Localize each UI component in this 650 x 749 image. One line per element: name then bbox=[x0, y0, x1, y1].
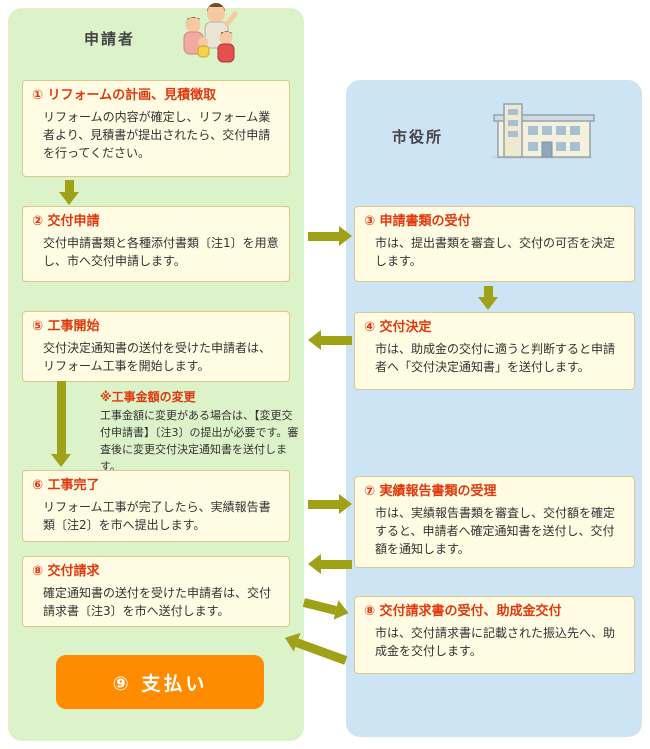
step-title: ④ 交付決定 bbox=[364, 320, 432, 335]
step-title: ② 交付申請 bbox=[32, 214, 100, 229]
applicant-label: 申請者 bbox=[84, 30, 136, 48]
step-body: 市は、交付請求書に記載された振込先へ、助成金を交付します。 bbox=[375, 626, 616, 659]
step-body: 交付決定通知書の送付を受けた申請者は、リフォーム工事を開始します。 bbox=[43, 341, 272, 374]
arrow-down-start-to-complete-icon bbox=[51, 381, 71, 467]
arrow-right-complete-to-report-icon bbox=[308, 494, 352, 514]
step-box-application-receipt: ③ 申請書類の受付 市は、提出書類を審査し、交付の可否を決定します。 bbox=[354, 206, 635, 282]
step-body: 確定通知書の送付を受けた申請者は、交付請求書〔注3〕を市へ送付します。 bbox=[43, 586, 272, 619]
step-body: 市は、提出書類を審査し、交付の可否を決定します。 bbox=[375, 236, 616, 269]
step-box-report-receipt: ⑦ 実績報告書類の受理 市は、実績報告書類を審査し、交付額を確定すると、申請者へ… bbox=[354, 476, 635, 568]
step-title: ③ 申請書類の受付 bbox=[364, 214, 471, 229]
step-title: ⑥ 工事完了 bbox=[32, 478, 100, 493]
change-note: ※工事金額の変更 工事金額に変更がある場合は、【変更交付申請書】〔注3〕の提出が… bbox=[100, 388, 302, 475]
arrow-down-plan-to-apply-icon bbox=[59, 180, 79, 205]
step-body: 市は、助成金の交付に適うと判断すると申請者へ「交付決定通知書」を送付します。 bbox=[375, 342, 616, 375]
payment-step-node: ⑨ 支払い bbox=[56, 655, 264, 709]
step-title: ⑤ 工事開始 bbox=[32, 319, 100, 334]
city-hall-label: 市役所 bbox=[392, 128, 444, 146]
step-box-work-start: ⑤ 工事開始 交付決定通知書の送付を受けた申請者は、リフォーム工事を開始します。 bbox=[22, 311, 290, 383]
step-box-apply: ② 交付申請 交付申請書類と各種添付書類〔注1〕を用意し、市へ交付申請します。 bbox=[22, 206, 290, 282]
step-title: ① リフォームの計画、見積徴取 bbox=[32, 88, 217, 103]
step-title: ⑧ 交付請求書の受付、助成金交付 bbox=[364, 604, 562, 619]
step-box-claim: ⑧ 交付請求 確定通知書の送付を受けた申請者は、交付請求書〔注3〕を市へ送付しま… bbox=[22, 556, 290, 628]
step-box-subsidy-grant: ⑧ 交付請求書の受付、助成金交付 市は、交付請求書に記載された振込先へ、助成金を… bbox=[354, 596, 635, 674]
arrow-right-claim-to-grant-icon bbox=[302, 592, 352, 623]
step-box-work-complete: ⑥ 工事完了 リフォーム工事が完了したら、実績報告書類〔注2〕を市へ提出します。 bbox=[22, 470, 290, 542]
arrow-right-apply-to-receipt-icon bbox=[308, 226, 352, 246]
step-box-plan: ① リフォームの計画、見積徴取 リフォームの内容が確定し、リフォーム業者より、見… bbox=[22, 80, 290, 177]
arrow-left-report-to-claim-icon bbox=[308, 554, 352, 574]
step-body: 市は、実績報告書類を審査し、交付額を確定すると、申請者へ確定通知書を送付し、交付… bbox=[375, 506, 616, 557]
step-body: リフォームの内容が確定し、リフォーム業者より、見積書が提出されたら、交付申請を行… bbox=[43, 110, 271, 161]
arrow-left-decision-to-start-icon bbox=[308, 330, 352, 350]
step-box-grant-decision: ④ 交付決定 市は、助成金の交付に適うと判断すると申請者へ「交付決定通知書」を送… bbox=[354, 312, 635, 390]
step-title: ⑧ 交付請求 bbox=[32, 564, 100, 579]
step-body: リフォーム工事が完了したら、実績報告書類〔注2〕を市へ提出します。 bbox=[43, 500, 271, 533]
step-body: 交付申請書類と各種添付書類〔注1〕を用意し、市へ交付申請します。 bbox=[43, 236, 279, 269]
family-illustration-icon bbox=[156, 2, 248, 66]
change-note-body: 工事金額に変更がある場合は、【変更交付申請書】〔注3〕の提出が必要です。審査後に… bbox=[100, 409, 299, 474]
change-note-title: ※工事金額の変更 bbox=[100, 390, 196, 404]
arrow-down-receipt-to-decision-icon bbox=[478, 286, 498, 310]
city-hall-building-illustration-icon bbox=[484, 100, 598, 162]
step-title: ⑦ 実績報告書類の受理 bbox=[364, 484, 497, 499]
